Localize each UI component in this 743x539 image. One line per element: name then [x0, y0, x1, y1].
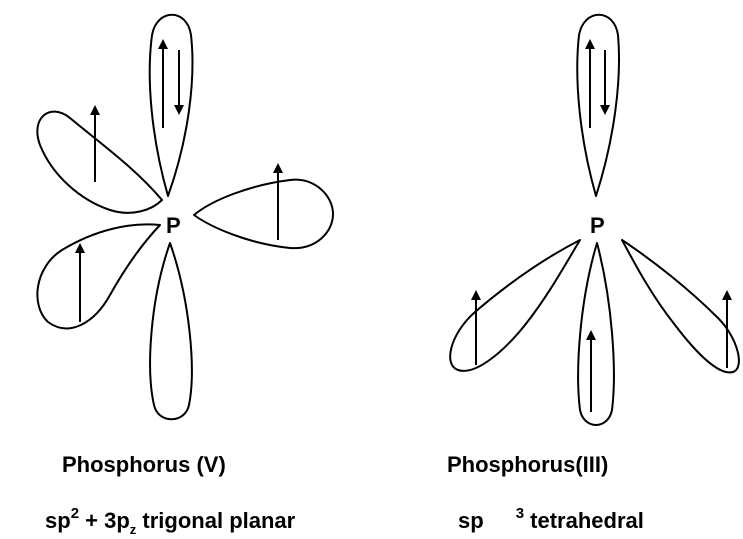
atom-label-right: P — [590, 213, 605, 238]
atom-label-left: P — [166, 213, 181, 238]
lower-left-lobe — [37, 224, 160, 328]
bottom-lobe-left — [150, 243, 192, 419]
right-hybrid-superscript: 3 — [516, 505, 524, 522]
upper-left-lobe — [37, 112, 162, 213]
right-lobe — [194, 180, 333, 248]
bottom-lobe-right — [578, 243, 614, 425]
right-molecule-name: Phosphorus(III) — [447, 452, 608, 478]
lower-right-lobe — [622, 240, 739, 372]
phosphorus-iii-diagram: P — [450, 15, 739, 425]
right-hybrid-base: sp — [458, 508, 484, 533]
top-lobe-left — [150, 15, 193, 196]
phosphorus-v-diagram: P — [37, 15, 333, 420]
left-hybrid-base: sp — [45, 508, 71, 533]
left-molecule-name: Phosphorus (V) — [62, 452, 226, 478]
left-geometry: trigonal planar — [142, 508, 295, 533]
left-hybrid-superscript: 2 — [71, 505, 79, 522]
right-geometry: tetrahedral — [530, 508, 644, 533]
left-hybrid-plus: + 3p — [85, 508, 130, 533]
left-hybrid-subscript: z — [130, 522, 137, 537]
lower-left-lobe-right — [450, 240, 580, 371]
top-lobe-right — [577, 15, 619, 196]
right-hybridization: sp 3 tetrahedral — [458, 508, 644, 534]
left-hybridization: sp2 + 3pz trigonal planar — [45, 508, 295, 534]
